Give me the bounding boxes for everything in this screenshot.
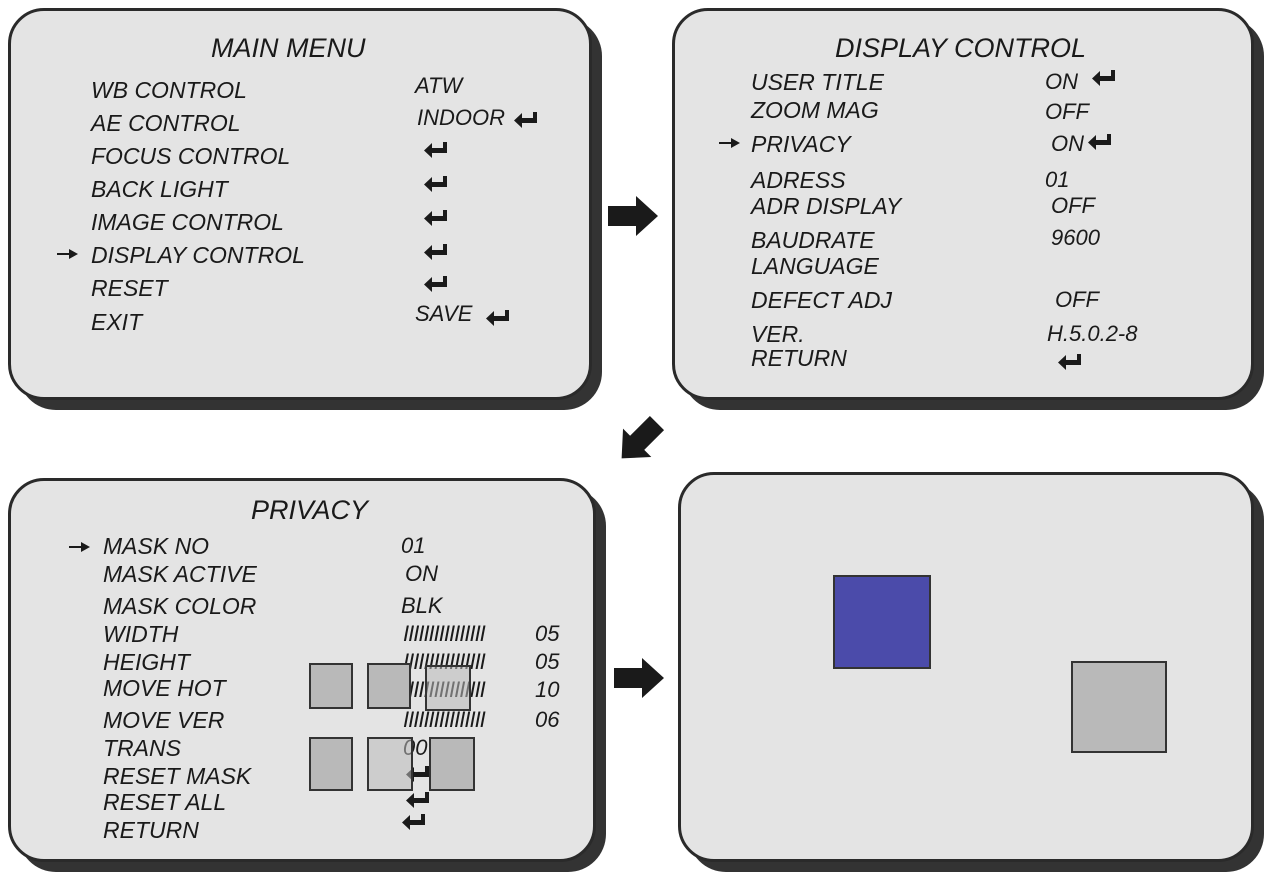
menu-item-language[interactable]: LANGUAGE bbox=[751, 253, 879, 279]
main-menu-panel: MAIN MENU WB CONTROL ATW AE CONTROL INDO… bbox=[8, 8, 592, 400]
enter-icon[interactable] bbox=[423, 209, 449, 227]
selection-arrow-icon bbox=[57, 248, 79, 260]
height-value: 05 bbox=[535, 649, 560, 674]
menu-item-zoom-mag[interactable]: ZOOM MAG bbox=[751, 97, 879, 123]
mask-area-square bbox=[367, 663, 411, 709]
menu-item-reset[interactable]: RESET bbox=[91, 275, 168, 301]
ver-value: H.5.0.2-8 bbox=[1047, 321, 1138, 346]
menu-item-adr-display[interactable]: ADR DISPLAY bbox=[751, 193, 902, 219]
privacy-title: PRIVACY bbox=[251, 495, 369, 525]
privacy-panel: PRIVACY MASK NO 01 MASK ACTIVE ON MASK C… bbox=[8, 478, 596, 862]
enter-icon bbox=[1087, 133, 1113, 151]
enter-icon[interactable] bbox=[423, 141, 449, 159]
move-ver-value: 06 bbox=[535, 707, 560, 732]
mask-area-square bbox=[429, 737, 475, 791]
mask-area-square bbox=[367, 737, 413, 791]
flow-arrow-down-left-icon bbox=[621, 415, 665, 459]
mask-area-square bbox=[425, 665, 471, 711]
defect-adj-value: OFF bbox=[1055, 287, 1099, 312]
adr-display-value: OFF bbox=[1051, 193, 1095, 218]
mask-no-value: 01 bbox=[401, 533, 426, 558]
enter-icon[interactable] bbox=[423, 175, 449, 193]
mask-color-value: BLK bbox=[401, 593, 443, 618]
privacy-mask-blue bbox=[833, 575, 931, 669]
menu-item-exit[interactable]: EXIT bbox=[91, 309, 143, 335]
privacy-mask-gray bbox=[1071, 661, 1167, 753]
enter-icon[interactable] bbox=[405, 791, 431, 809]
width-level-bar[interactable]: IIIIIIIIIIIIIIII bbox=[403, 621, 486, 646]
enter-icon bbox=[513, 111, 539, 129]
menu-item-ver: VER. bbox=[751, 321, 805, 347]
menu-item-return[interactable]: RETURN bbox=[751, 345, 847, 371]
baudrate-value: 9600 bbox=[1051, 225, 1100, 250]
menu-item-mask-active[interactable]: MASK ACTIVE bbox=[103, 561, 257, 587]
menu-item-image-control[interactable]: IMAGE CONTROL bbox=[91, 209, 284, 235]
menu-item-reset-all[interactable]: RESET ALL bbox=[103, 789, 227, 815]
menu-item-defect-adj[interactable]: DEFECT ADJ bbox=[751, 287, 892, 313]
menu-item-focus-control[interactable]: FOCUS CONTROL bbox=[91, 143, 291, 169]
display-control-panel: DISPLAY CONTROL USER TITLE ON ZOOM MAG O… bbox=[672, 8, 1254, 400]
menu-item-baudrate[interactable]: BAUDRATE bbox=[751, 227, 875, 253]
ae-control-value: INDOOR bbox=[417, 105, 505, 130]
privacy-mask-preview-panel bbox=[678, 472, 1254, 862]
wb-control-value: ATW bbox=[415, 73, 463, 98]
menu-item-user-title[interactable]: USER TITLE bbox=[751, 69, 884, 95]
exit-value: SAVE bbox=[415, 301, 473, 326]
enter-icon[interactable] bbox=[401, 813, 427, 831]
display-control-title: DISPLAY CONTROL bbox=[835, 33, 1087, 63]
menu-item-ae-control[interactable]: AE CONTROL bbox=[91, 110, 241, 136]
zoom-mag-value: OFF bbox=[1045, 99, 1089, 124]
menu-item-display-control[interactable]: DISPLAY CONTROL bbox=[91, 242, 305, 268]
enter-icon[interactable] bbox=[1057, 353, 1083, 371]
enter-icon[interactable] bbox=[423, 243, 449, 261]
main-menu-title: MAIN MENU bbox=[211, 33, 366, 63]
flow-arrow-right-icon bbox=[614, 658, 664, 698]
mask-area-square bbox=[309, 663, 353, 709]
menu-item-back-light[interactable]: BACK LIGHT bbox=[91, 176, 228, 202]
menu-item-mask-no[interactable]: MASK NO bbox=[103, 533, 210, 559]
mask-area-square bbox=[309, 737, 353, 791]
menu-item-width[interactable]: WIDTH bbox=[103, 621, 179, 647]
menu-item-move-ver[interactable]: MOVE VER bbox=[103, 707, 225, 733]
menu-item-mask-color[interactable]: MASK COLOR bbox=[103, 593, 257, 619]
privacy-value: ON bbox=[1051, 131, 1084, 156]
mask-active-value: ON bbox=[405, 561, 438, 586]
enter-icon[interactable] bbox=[423, 275, 449, 293]
width-value: 05 bbox=[535, 621, 560, 646]
menu-item-wb-control[interactable]: WB CONTROL bbox=[91, 77, 247, 103]
menu-item-privacy[interactable]: PRIVACY bbox=[751, 131, 851, 157]
flow-arrow-right-icon bbox=[608, 196, 658, 236]
menu-item-adress[interactable]: ADRESS bbox=[751, 167, 846, 193]
enter-icon bbox=[1091, 69, 1117, 87]
menu-item-reset-mask[interactable]: RESET MASK bbox=[103, 763, 252, 789]
adress-value: 01 bbox=[1045, 167, 1070, 192]
move-hot-value: 10 bbox=[535, 677, 560, 702]
menu-item-return[interactable]: RETURN bbox=[103, 817, 199, 843]
menu-item-trans[interactable]: TRANS bbox=[103, 735, 181, 761]
menu-item-height[interactable]: HEIGHT bbox=[103, 649, 190, 675]
enter-icon bbox=[485, 309, 511, 327]
user-title-value: ON bbox=[1045, 69, 1078, 94]
move-ver-level-bar[interactable]: IIIIIIIIIIIIIIII bbox=[403, 707, 486, 732]
selection-arrow-icon bbox=[69, 541, 91, 553]
menu-item-move-hot[interactable]: MOVE HOT bbox=[103, 675, 226, 701]
selection-arrow-icon bbox=[719, 137, 741, 149]
